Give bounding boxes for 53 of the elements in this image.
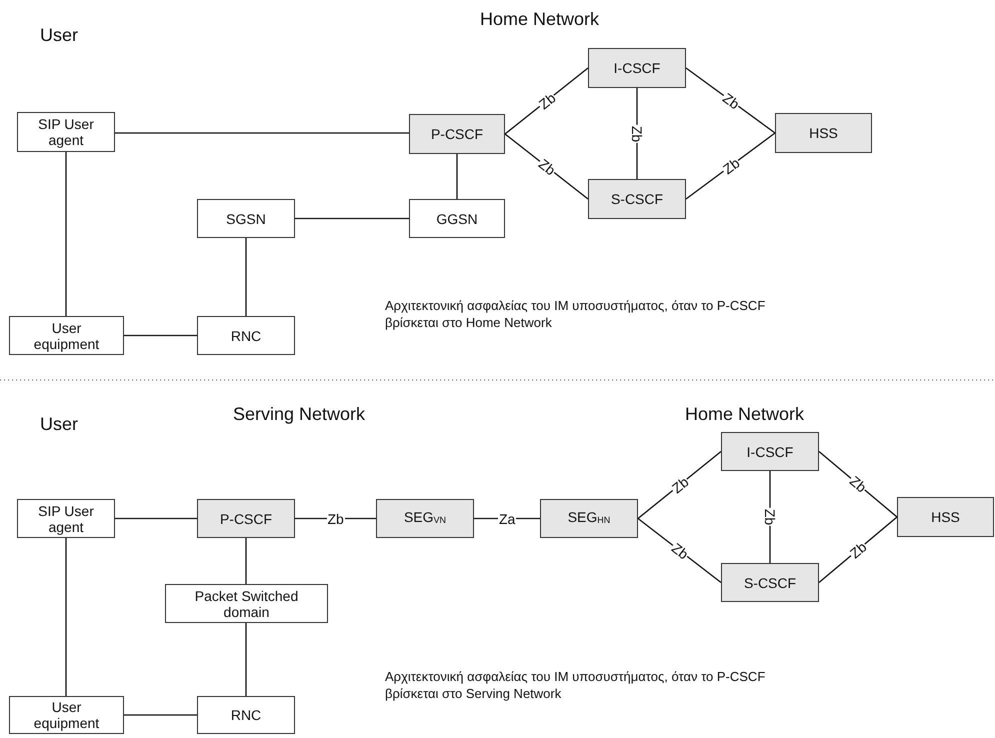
network-element-box: User equipment	[9, 696, 124, 734]
section-heading: User	[40, 413, 78, 435]
network-element-box: SEG$_{VN}$	[376, 499, 474, 538]
connector-line	[245, 623, 247, 696]
edge-label: Zb	[326, 512, 345, 526]
section-heading: Home Network	[480, 8, 600, 30]
edge-label: Zb	[630, 124, 644, 143]
connector-line	[124, 334, 197, 336]
connector-line	[115, 132, 409, 134]
connector-line	[295, 518, 376, 520]
connector-line	[65, 538, 67, 696]
network-element-box: S-CSCF	[721, 563, 819, 602]
connector-line	[818, 516, 898, 583]
connector-line	[818, 451, 898, 518]
connector-line	[504, 68, 588, 134]
connector-line	[65, 152, 67, 316]
caption-text: Αρχιτεκτονική ασφαλείας του ΙΜ υποσυστήματος, όταν το P-CSCF βρίσκεται στο Serving Network	[385, 668, 766, 702]
network-element-box: RNC	[197, 696, 295, 734]
network-element-box: SGSN	[197, 199, 295, 238]
connector-line	[295, 218, 409, 220]
network-element-box: RNC	[197, 316, 295, 355]
connector-line	[245, 538, 247, 584]
network-element-box: S-CSCF	[588, 179, 686, 219]
network-element-box: HSS	[775, 113, 872, 153]
network-element-box: User equipment	[9, 316, 124, 355]
edge-label: Za	[498, 512, 516, 526]
caption-text: Αρχιτεκτονική ασφαλείας του ΙΜ υποσυστήματος, όταν το P-CSCF βρίσκεται στο Home Network	[385, 297, 766, 331]
connector-line	[638, 451, 722, 519]
network-element-box: SIP User agent	[17, 499, 115, 538]
connector-line	[115, 518, 197, 520]
section-heading: User	[40, 24, 78, 46]
section-heading: Home Network	[685, 403, 804, 425]
network-element-box: SIP User agent	[17, 112, 115, 152]
network-element-box: SEG$_{HN}$	[540, 499, 638, 538]
connector-line	[686, 67, 776, 134]
connector-line	[474, 518, 540, 520]
connector-line	[638, 518, 722, 584]
connector-line	[686, 132, 776, 200]
network-element-box: P-CSCF	[409, 114, 505, 154]
connector-line	[504, 133, 588, 200]
edge-label: Zb	[763, 508, 778, 526]
network-element-box: GGSN	[409, 199, 505, 238]
connector-line	[769, 471, 771, 563]
network-element-box: I-CSCF	[588, 48, 686, 88]
connector-line	[456, 154, 458, 199]
network-element-box: I-CSCF	[721, 432, 819, 471]
network-element-box: Packet Switched domain	[165, 584, 328, 623]
connector-line	[636, 88, 638, 179]
network-element-box: HSS	[897, 497, 994, 537]
connector-line	[245, 238, 247, 316]
network-element-box: P-CSCF	[197, 499, 295, 538]
section-heading: Serving Network	[233, 403, 366, 425]
connector-line	[124, 714, 197, 716]
